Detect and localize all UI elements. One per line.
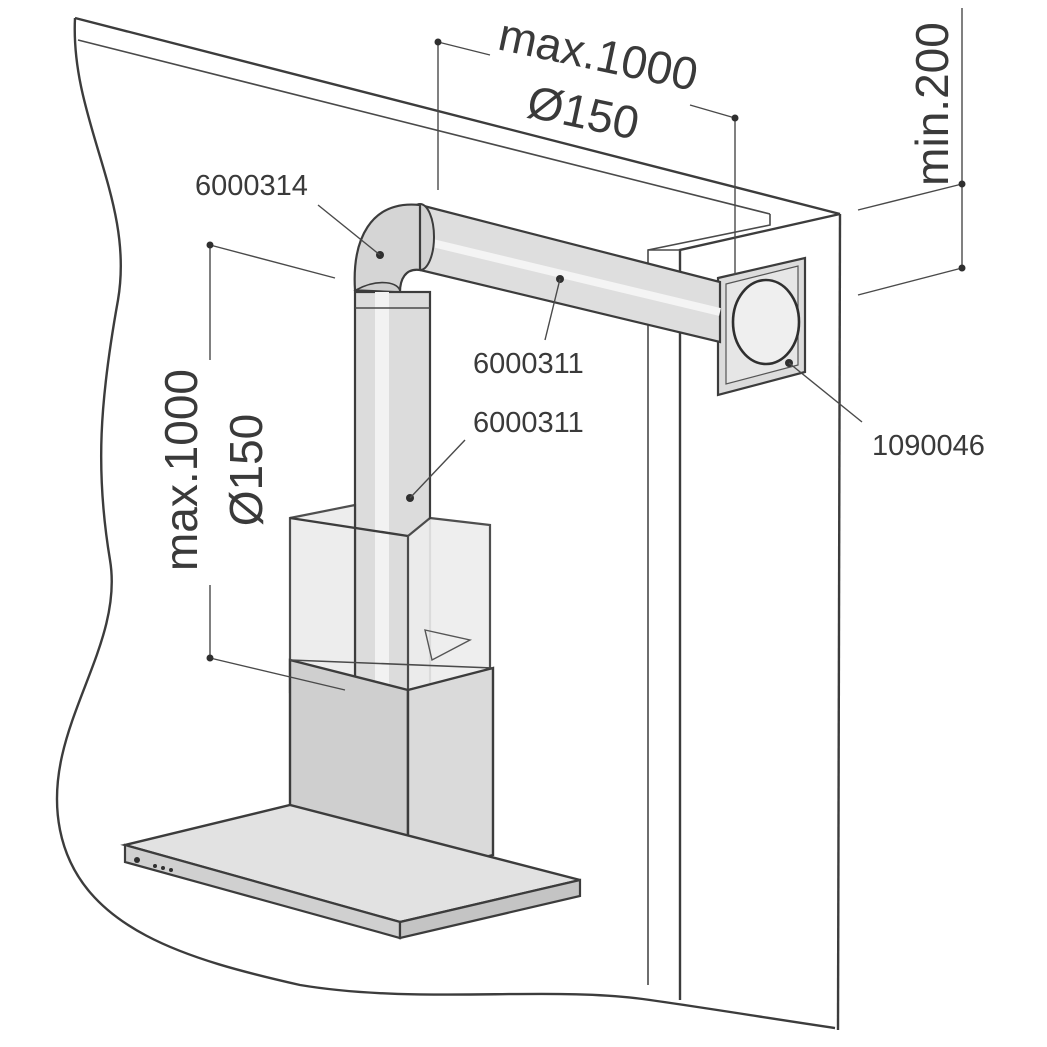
horizontal-length-label: max.1000: [494, 8, 702, 101]
part-label-vertical-duct: 6000311: [473, 407, 584, 439]
part-label-horizontal-duct: 6000311: [473, 348, 584, 380]
part-label-wall-outlet: 1090046: [872, 430, 985, 462]
horizontal-dimension: [434, 38, 739, 275]
room-outline: [55, 16, 842, 1031]
ceiling-gap-label: min.200: [906, 22, 958, 186]
vertical-diameter-label: Ø150: [220, 414, 272, 527]
part-label-elbow: 6000314: [195, 170, 308, 202]
chimney-upper: [288, 503, 492, 694]
vertical-dimension: [206, 241, 346, 691]
wall-outlet: [716, 256, 807, 397]
elbow-bend: [353, 203, 422, 294]
horizontal-duct: [405, 203, 722, 344]
canopy: [120, 803, 582, 940]
leader-lines: [317, 204, 863, 499]
ceiling-gap-dimension: [857, 8, 966, 296]
vertical-length-label: max.1000: [155, 369, 207, 571]
